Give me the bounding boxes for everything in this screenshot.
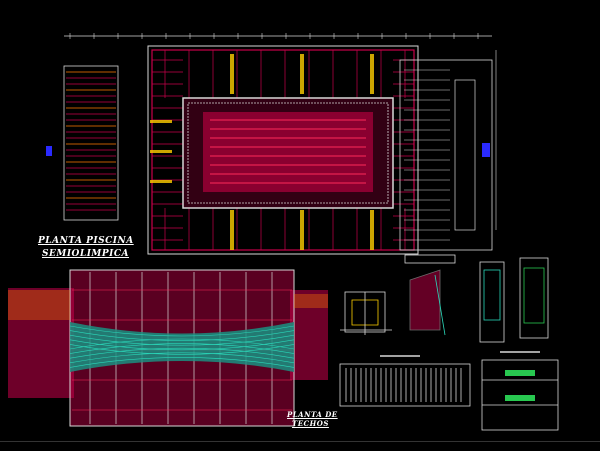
plan-title-line2: SEMIOLIMPICA bbox=[42, 249, 129, 259]
construction-details bbox=[339, 254, 559, 431]
section-title-line1: PLANTA DE bbox=[287, 410, 338, 419]
structural-grid bbox=[152, 50, 414, 250]
pool-basin bbox=[203, 112, 373, 192]
pool-lanes bbox=[210, 119, 366, 184]
roof-water-band bbox=[70, 322, 294, 372]
blue-marker-left bbox=[46, 146, 52, 156]
roof-plan bbox=[8, 269, 328, 427]
blue-marker bbox=[482, 143, 490, 157]
main-floor-plan bbox=[46, 33, 497, 255]
left-annex-detail bbox=[66, 71, 116, 211]
water-lines bbox=[69, 325, 295, 368]
right-annex-detail bbox=[404, 69, 450, 241]
top-dimension-ticks bbox=[69, 33, 479, 39]
status-bar bbox=[0, 441, 600, 451]
plan-title-line1: PLANTA PISCINA bbox=[38, 236, 134, 246]
section-title-line2: TECHOS bbox=[292, 419, 329, 428]
yellow-details bbox=[150, 54, 374, 250]
